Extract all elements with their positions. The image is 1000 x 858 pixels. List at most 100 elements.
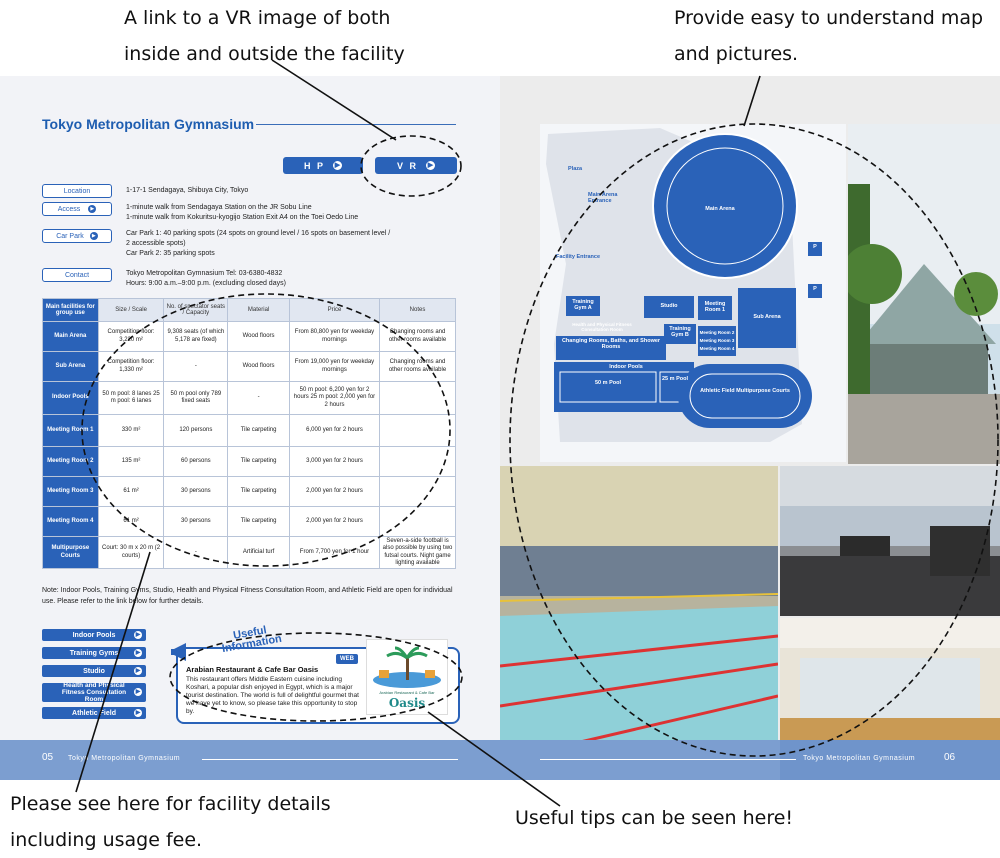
link-athletic-field[interactable]: Athletic Field▶ [42,707,146,719]
arrow-icon: ▶ [134,667,142,675]
map-drawing [546,128,822,442]
access-text: 1-minute walk from Sendagaya Station on … [126,204,359,221]
megaphone-icon [171,643,186,661]
table-cell: 60 persons [163,446,229,477]
map-label-changing: Changing Rooms, Baths, and Shower Rooms [561,338,661,350]
facilities-table: Main facilities for group use Size / Sca… [42,298,456,569]
table-cell: From 80,800 yen for weekday mornings [288,321,381,352]
table-cell: Competition floor: 3,220 m² [97,321,165,352]
map-label-meeting-1: Meeting Room 1 [704,301,726,313]
arrow-icon: ▶ [134,688,142,696]
table-cell: Wood floors [227,351,290,382]
table-cell: Tile carpeting [227,476,290,507]
parking-icon: P [813,286,817,292]
logo-subtitle: Arabian Restaurant & Cafe Bar [379,690,435,695]
table-cell: 50 m pool: 8 lanes 25 m pool: 6 lanes [97,381,165,415]
logo-name: Oasis [388,696,426,710]
table-cell [379,476,456,507]
table-cell: 50 m pool only 789 fixed seats [163,381,229,415]
table-cell [379,446,456,477]
access-button[interactable]: Access▶ [42,202,112,216]
row-header: Meeting Room 4 [42,506,99,537]
parking-icon: P [813,244,817,250]
row-header: Sub Arena [42,351,99,382]
table-cell: 2,000 yen for 2 hours [288,476,381,507]
map-label-meeting-2: Meeting Room 2 [699,330,735,335]
link-health-consultation[interactable]: Health and Physical Fitness Consultation… [42,682,146,703]
map-label-facility-entrance: Facility Entrance [556,254,601,260]
arrow-icon: ▶ [134,649,142,657]
row-header: Multipurpose Courts [42,536,99,569]
map-label-plaza: Plaza [568,166,583,172]
table-cell: From 19,000 yen for weekday mornings [288,351,381,382]
map-label-sub-arena: Sub Arena [753,314,781,320]
table-header: Material [227,298,290,322]
table-header: No. of spectator seats / Capacity [163,298,229,322]
map-label-meeting-4: Meeting Room 4 [699,346,735,351]
table-header: Price [288,298,381,322]
map-label-meeting-3: Meeting Room 3 [699,338,735,343]
page-number-left: 05 [42,752,54,763]
footer-title-left: Tokyo Metropolitan Gymnasium [68,755,181,762]
map-label-training-a: Training Gym A [572,299,594,311]
table-cell: Changing rooms and other rooms available [379,321,456,352]
pool-photo [500,466,778,780]
table-cell: Court: 30 m x 20 m (2 courts) [97,536,165,569]
table-cell: - [163,536,229,569]
row-header: Indoor Pools [42,381,99,415]
table-cell: 120 persons [163,414,229,447]
carpark-text: Car Park 1: 40 parking spots (24 spots o… [126,230,391,257]
table-cell [379,414,456,447]
arrow-icon: ▶ [89,232,98,240]
table-cell: Wood floors [227,321,290,352]
oasis-logo[interactable]: Arabian Restaurant & Cafe Bar Oasis [366,639,448,715]
table-cell: 6,000 yen for 2 hours [288,414,381,447]
footer-divider [202,759,458,760]
hp-button[interactable]: H P▶ [283,157,363,174]
web-badge[interactable]: WEB [336,654,358,664]
usage-note: Note: Indoor Pools, Training Gyms, Studi… [42,587,453,605]
table-cell: Tile carpeting [227,414,290,447]
vr-button[interactable]: V R▶ [375,157,457,174]
map-label-athletic: Athletic Field Multipurpose Courts [700,388,790,394]
row-header: Meeting Room 3 [42,476,99,507]
arrow-icon: ▶ [88,205,97,213]
map-label-pool-50: 50 m Pool [595,380,621,386]
table-cell: 61 m² [97,476,165,507]
table-cell: Seven-a-side football is also possible b… [379,536,456,569]
arrow-icon: ▶ [134,709,142,717]
page-title: Tokyo Metropolitan Gymnasium [42,116,255,132]
table-cell: 2,000 yen for 2 hours [288,506,381,537]
table-cell: 3,000 yen for 2 hours [288,446,381,477]
table-cell: Changing rooms and other rooms available [379,351,456,382]
link-training-gyms[interactable]: Training Gyms▶ [42,647,146,659]
table-cell: Tile carpeting [227,506,290,537]
table-cell: 61 m² [97,506,165,537]
table-cell: 30 persons [163,506,229,537]
link-indoor-pools[interactable]: Indoor Pools▶ [42,629,146,641]
palm-tree-icon [373,646,441,688]
table-cell: 30 persons [163,476,229,507]
location-label: Location [42,184,112,198]
table-cell: 330 m² [97,414,165,447]
table-cell: Artificial turf [227,536,290,569]
footer-divider [540,759,796,760]
link-studio[interactable]: Studio▶ [42,665,146,677]
location-text: 1-17-1 Sendagaya, Shibuya City, Tokyo [126,187,249,194]
restaurant-name: Arabian Restaurant & Cafe Bar Oasis [186,665,319,674]
tips-callout: Useful tips can be seen here! [515,807,794,829]
table-cell: Competition floor: 1,330 m² [97,351,165,382]
carpark-button[interactable]: Car Park▶ [42,229,112,243]
table-header: Notes [379,298,456,322]
map-label-studio: Studio [660,303,678,309]
